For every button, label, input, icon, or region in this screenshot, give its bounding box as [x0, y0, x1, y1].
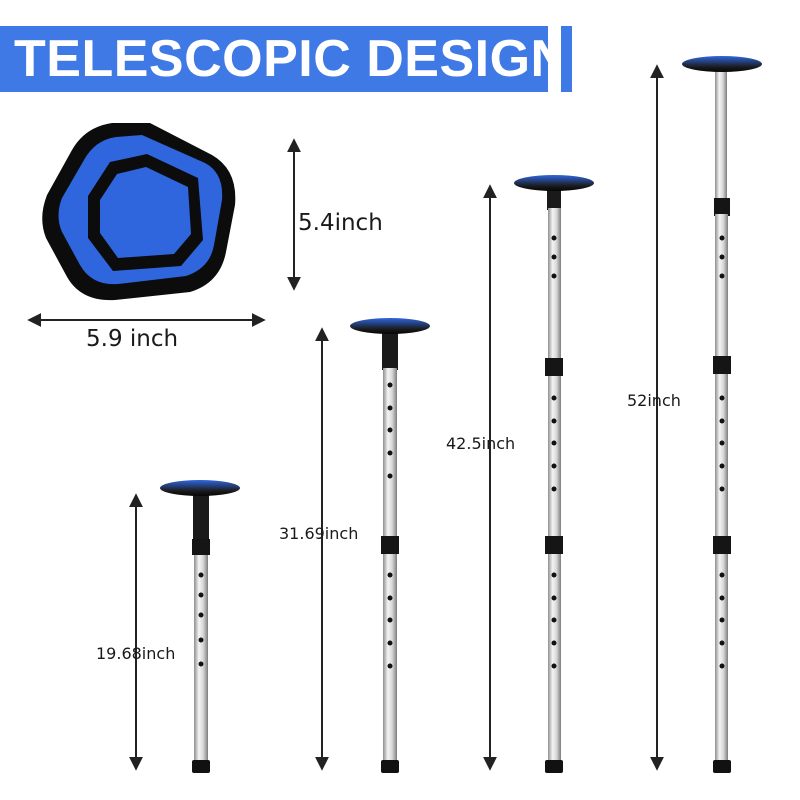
hexagon-pad-icon: [42, 123, 236, 301]
pole-2-icon: [350, 318, 430, 773]
pole-3-icon: [514, 175, 594, 773]
pole-3-label: 42.5inch: [446, 434, 516, 453]
pad-height-label: 5.4inch: [298, 210, 383, 236]
banner-accent-bar: [561, 26, 572, 92]
pole-1-icon: [160, 480, 240, 773]
pad-width-label: 5.9 inch: [86, 326, 179, 352]
title-banner: TELESCOPIC DESIGN: [0, 26, 568, 92]
pole-4-label: 52inch: [627, 391, 681, 410]
banner-title: TELESCOPIC DESIGN: [14, 30, 569, 88]
pole-4-icon: [682, 56, 762, 773]
pole-2-label: 31.69inch: [279, 524, 359, 543]
pole-1-label: 19.68inch: [96, 644, 176, 663]
